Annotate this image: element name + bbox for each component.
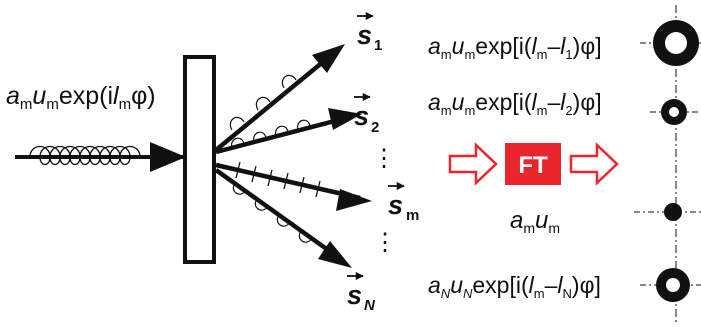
label-s2: s 2	[354, 92, 379, 136]
spot-N	[656, 268, 690, 302]
beam-sm-head	[336, 189, 372, 211]
label-s1: s 1	[357, 11, 382, 54]
beam-s2-spiral	[230, 119, 311, 149]
ft-box	[505, 143, 561, 185]
svg-text:1: 1	[374, 37, 382, 54]
ft-left-arrow	[448, 142, 498, 186]
beam-sm-ticks	[235, 161, 321, 198]
beam-sN-spiral	[232, 181, 313, 243]
svg-text:m: m	[406, 207, 419, 224]
ft-right-arrow	[569, 142, 619, 186]
ft-label: FT	[518, 152, 548, 179]
beam-sN	[214, 168, 352, 268]
output-label-2: amumexp[i(lm–l2)φ]	[428, 89, 602, 118]
center-label: amum	[510, 207, 560, 236]
label-sm: s m	[388, 181, 419, 224]
output-label-N: aNuNexp[i(lm–lN)φ]	[428, 272, 601, 301]
beam-sN-head	[318, 241, 352, 268]
svg-text:s: s	[357, 20, 372, 50]
spot-1	[653, 20, 699, 66]
beam-s1	[214, 44, 345, 152]
grating-plate	[183, 55, 216, 264]
ellipsis-lower: ⋮	[373, 229, 397, 256]
svg-text:s: s	[388, 190, 403, 220]
beam-s1-spiral	[229, 74, 297, 131]
input-arrow-head	[150, 142, 186, 172]
label-sN: s N	[347, 271, 376, 314]
beam-s2	[215, 108, 362, 155]
spot-2	[661, 99, 687, 125]
output-label-1: amumexp[i(lm–l1)φ]	[428, 33, 602, 62]
beam-s1-head	[312, 44, 345, 73]
input-label: amumexp(ilmφ)	[6, 82, 156, 113]
svg-text:s: s	[354, 101, 369, 131]
beam-s2-head	[328, 108, 362, 130]
svg-text:2: 2	[371, 119, 379, 136]
input-beam	[15, 142, 186, 172]
beam-s2-line	[215, 114, 351, 155]
beam-sm	[215, 161, 372, 211]
ellipsis-upper: ⋮	[372, 145, 396, 172]
beam-sm-line	[215, 162, 361, 201]
input-spiral	[29, 145, 141, 166]
beam-s1-line	[214, 50, 337, 152]
svg-text:N: N	[364, 297, 376, 314]
spot-m	[664, 203, 682, 221]
svg-text:s: s	[347, 280, 362, 310]
